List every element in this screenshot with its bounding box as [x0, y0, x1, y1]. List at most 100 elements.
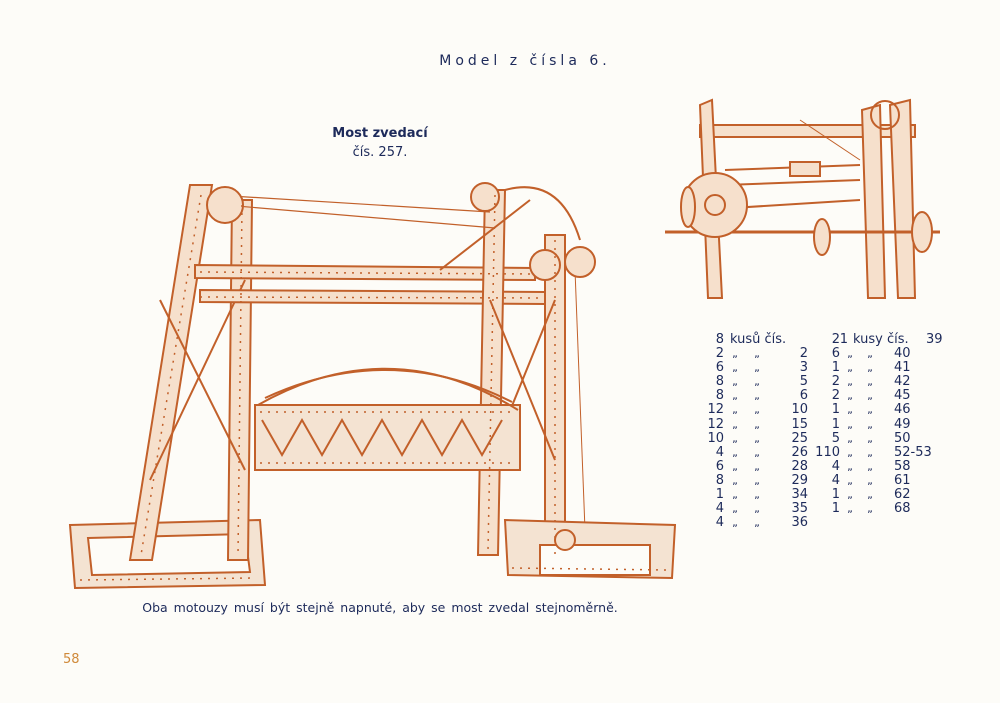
parts-row: 12„„15 — [702, 416, 848, 432]
parts-row: 4„„26 — [702, 444, 848, 460]
ditto-mark: „ — [847, 389, 853, 403]
ditto-mark: „ — [867, 488, 873, 502]
ditto-mark: „ — [754, 375, 760, 389]
ditto-mark: „ — [732, 473, 738, 487]
part-qty: 1 — [831, 416, 840, 432]
part-qty: 4 — [831, 472, 840, 488]
part-qty: 8 — [715, 472, 724, 488]
parts-row: 8„„5 — [702, 375, 848, 389]
part-qty: 8 — [715, 374, 724, 390]
ditto-mark: „ — [754, 347, 760, 361]
ditto-mark: „ — [867, 431, 873, 445]
part-number: 50 — [894, 430, 911, 446]
ditto-mark: „ — [732, 347, 738, 361]
ditto-mark: „ — [732, 389, 738, 403]
part-number: 5 — [799, 374, 808, 390]
parts-row: 12„„10 — [702, 403, 848, 417]
ditto-mark: „ — [754, 417, 760, 431]
caption: Oba motouzy musí být stejně napnuté, aby… — [142, 600, 618, 615]
part-number: 3 — [799, 360, 808, 376]
parts-row: 4„„36 — [702, 516, 848, 530]
page-title: Model z čísla 6. — [439, 53, 611, 69]
ditto-mark: „ — [867, 361, 873, 375]
part-number: 29 — [791, 472, 808, 488]
part-number: 36 — [791, 515, 808, 531]
ditto-mark: „ — [754, 473, 760, 487]
parts-row: 2 „ „ 45 — [812, 389, 943, 403]
part-qty: 2 — [831, 388, 840, 404]
ditto-mark: „ — [732, 445, 738, 459]
part-qty: 6 — [715, 458, 724, 474]
ditto-mark: „ — [847, 488, 853, 502]
parts-row: 1„„49 — [812, 416, 943, 432]
parts-row: 5„„50 — [812, 430, 943, 446]
part-number: 41 — [894, 360, 911, 376]
ditto-mark: „ — [847, 473, 853, 487]
part-qty: 4 — [715, 444, 724, 460]
part-qty: 8 — [715, 332, 724, 347]
part-number: 62 — [894, 487, 911, 503]
parts-row: 4„„35 — [702, 502, 848, 516]
part-qty: 1 — [715, 487, 724, 503]
part-number: 45 — [894, 388, 911, 404]
part-number: 28 — [791, 458, 808, 474]
part-number: 46 — [894, 402, 911, 418]
ditto-mark: „ — [847, 459, 853, 473]
page-number: 58 — [63, 652, 80, 667]
ditto-mark: „ — [732, 488, 738, 502]
ditto-mark: „ — [732, 502, 738, 516]
part-number: 49 — [894, 416, 911, 432]
parts-row: 6„„28 — [702, 458, 848, 474]
parts-header-row: 2 kusy čís. 39 — [812, 332, 943, 347]
ditto-mark: „ — [754, 488, 760, 502]
part-qty: 2 — [715, 346, 724, 362]
parts-row: 8„„6 — [702, 389, 848, 403]
ditto-mark: „ — [847, 502, 853, 516]
part-label: kusů čís. — [730, 332, 787, 347]
parts-row: 2„„42 — [812, 375, 943, 389]
part-number: 40 — [894, 346, 911, 362]
ditto-mark: „ — [754, 403, 760, 417]
part-number: 15 — [791, 416, 808, 432]
ditto-mark: „ — [754, 431, 760, 445]
parts-row: 110„„52-53 — [812, 445, 943, 460]
part-number: 35 — [791, 501, 808, 517]
parts-row: 1„„46 — [812, 403, 943, 417]
ditto-mark: „ — [867, 445, 873, 459]
ditto-mark: „ — [732, 459, 738, 473]
part-number: 1 — [839, 332, 848, 347]
part-label: kusy čís. — [853, 332, 909, 347]
part-qty: 6 — [715, 360, 724, 376]
ditto-mark: „ — [847, 417, 853, 431]
part-number: 10 — [791, 402, 808, 418]
part-qty: 4 — [831, 458, 840, 474]
parts-row: 4„„61 — [812, 472, 943, 488]
part-qty: 2 — [831, 374, 840, 390]
part-qty: 4 — [715, 515, 724, 531]
parts-row: 1„„68 — [812, 502, 943, 516]
ditto-mark: „ — [732, 403, 738, 417]
part-number: 6 — [799, 388, 808, 404]
ditto-mark: „ — [847, 347, 853, 361]
ditto-mark: „ — [754, 389, 760, 403]
ditto-mark: „ — [867, 375, 873, 389]
ditto-mark: „ — [867, 389, 873, 403]
parts-row: 10„„25 — [702, 430, 848, 446]
parts-row: 6 „ „ 3 — [702, 361, 848, 375]
parts-row: 4„„58 — [812, 458, 943, 474]
ditto-mark: „ — [732, 361, 738, 375]
ditto-mark: „ — [847, 445, 853, 459]
ditto-mark: „ — [847, 403, 853, 417]
ditto-mark: „ — [867, 459, 873, 473]
part-qty: 1 — [831, 360, 840, 376]
ditto-mark: „ — [754, 361, 760, 375]
parts-row: 8 „ „ 29 — [702, 472, 848, 488]
model-number: čís. 257. — [352, 145, 408, 160]
part-qty: 6 — [831, 346, 840, 362]
model-name: Most zvedací — [332, 126, 428, 141]
part-number: 25 — [791, 430, 808, 446]
parts-row: 2„„2 — [702, 346, 848, 362]
part-number: 68 — [894, 501, 911, 517]
